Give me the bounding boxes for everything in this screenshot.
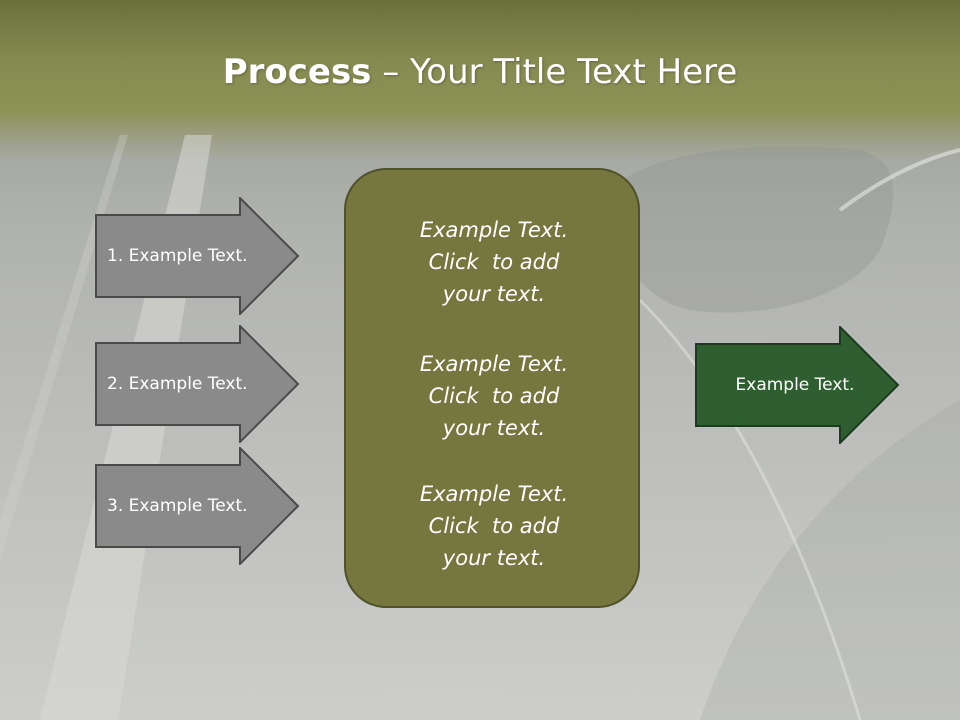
center-block-1-line3: your text. bbox=[442, 282, 546, 306]
center-block-1-line2: Click to add bbox=[428, 250, 560, 274]
title-rest: – Your Title Text Here bbox=[371, 52, 738, 92]
center-block-2-line2: Click to add bbox=[428, 384, 560, 408]
left-arrow-2-label: 2. Example Text. bbox=[107, 374, 248, 394]
center-block-3-line1: Example Text. bbox=[419, 482, 569, 506]
right-arrow-label: Example Text. bbox=[735, 375, 855, 395]
center-block-2: Example Text. Click to add your text. bbox=[346, 348, 642, 444]
center-block-3: Example Text. Click to add your text. bbox=[346, 478, 642, 574]
arrow-shape bbox=[95, 447, 300, 565]
center-block-2-line3: your text. bbox=[442, 416, 546, 440]
center-block-1: Example Text. Click to add your text. bbox=[346, 214, 642, 310]
left-arrow-3[interactable]: 3. Example Text. bbox=[95, 447, 300, 565]
center-block-3-line2: Click to add bbox=[428, 514, 560, 538]
center-block-2-line1: Example Text. bbox=[419, 352, 569, 376]
title-bold: Process bbox=[222, 52, 372, 92]
left-arrow-2[interactable]: 2. Example Text. bbox=[95, 325, 300, 443]
center-block-1-line1: Example Text. bbox=[419, 218, 569, 242]
arrow-shape bbox=[95, 325, 300, 443]
center-text-box[interactable]: Example Text. Click to add your text. Ex… bbox=[344, 168, 640, 608]
arrow-shape bbox=[695, 326, 900, 444]
left-arrow-1[interactable]: 1. Example Text. bbox=[95, 197, 300, 315]
center-block-3-line3: your text. bbox=[442, 546, 546, 570]
left-arrow-1-label: 1. Example Text. bbox=[107, 246, 248, 266]
arrow-shape bbox=[95, 197, 300, 315]
slide-title[interactable]: Process – Your Title Text Here bbox=[0, 52, 960, 92]
right-arrow[interactable]: Example Text. bbox=[695, 326, 900, 444]
left-arrow-3-label: 3. Example Text. bbox=[107, 496, 248, 516]
